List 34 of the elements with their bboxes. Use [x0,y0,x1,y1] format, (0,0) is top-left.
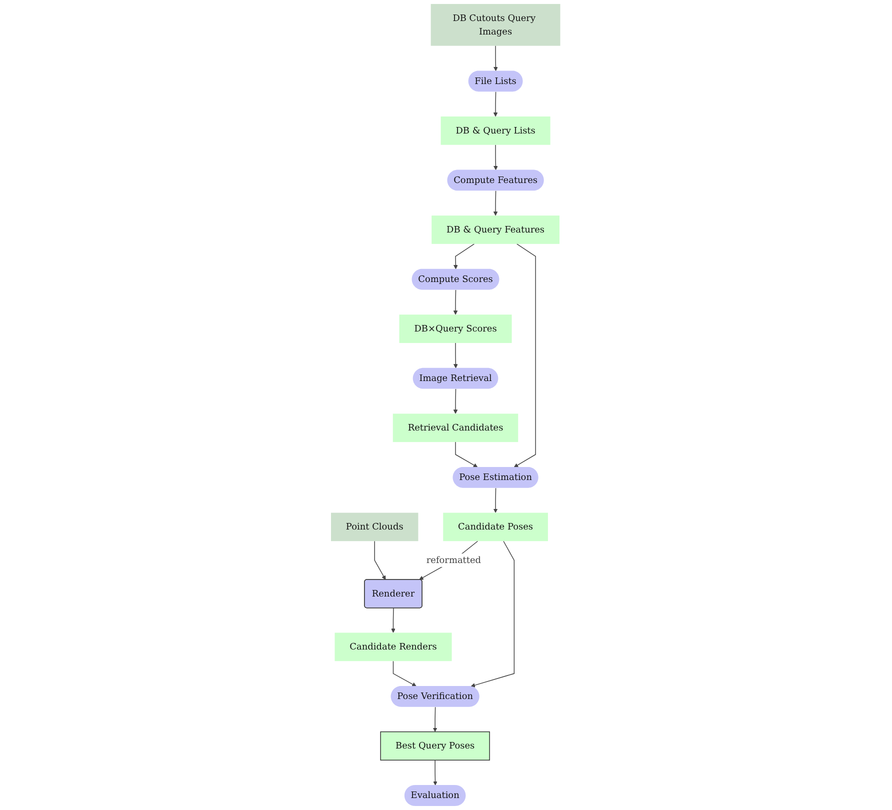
arrow [393,660,417,686]
node-box: Candidate Poses [444,512,548,542]
node-box: File Lists [468,70,524,92]
arrow [454,388,458,414]
arrow [391,608,396,633]
node-box: Pose Verification [391,686,480,707]
arrow [374,540,386,580]
arrow [433,706,438,732]
arrow [456,442,478,468]
node-box: Compute Features [448,170,544,191]
node-box: DB & Query Features [432,216,560,244]
node-box: Candidate Renders [335,632,452,662]
node-box: Retrieval Candidates [393,414,518,442]
node-box: DB×Query Scores [400,314,512,344]
arrow [494,92,498,117]
node-box: Pose Estimation [453,466,539,488]
node-box: Evaluation [404,785,466,806]
node-box: DB & Query Lists [441,116,551,145]
arrow [494,144,498,170]
node-box: Point Clouds [331,512,419,542]
arrow [454,244,475,270]
node-box: Image Retrieval [413,368,499,389]
arrow [454,290,458,315]
arrow [454,342,458,368]
arrow [514,244,536,468]
arrow [471,540,515,688]
edge-label: reformatted [426,555,482,566]
node-box: Compute Scores [412,268,500,290]
node-box: DB Cutouts Query Images [431,4,561,46]
arrow [494,488,498,513]
arrow [433,760,438,786]
arrow [494,190,498,216]
node-box: Best Query Poses [380,731,490,761]
arrow [494,45,498,72]
